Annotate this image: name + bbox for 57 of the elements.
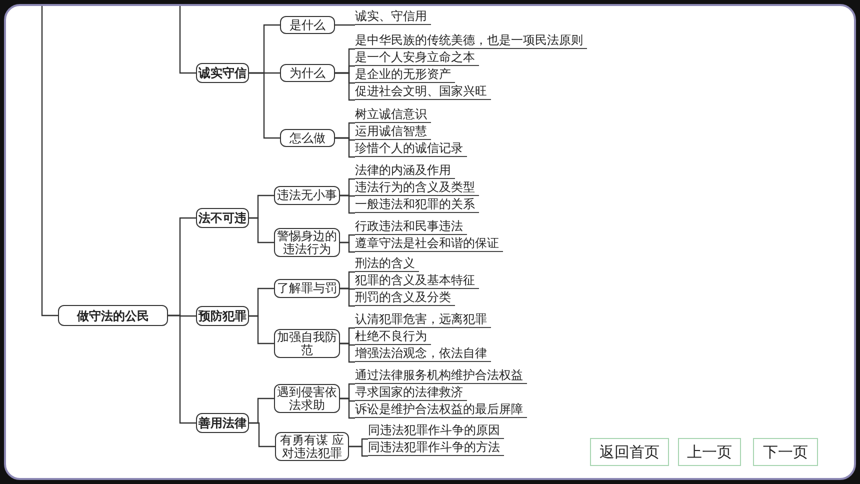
underlined-point: 同违法犯罪作斗争的方法: [368, 439, 504, 456]
underlined-point: 刑法的含义: [355, 255, 419, 272]
underlined-point: 增强法治观念，依法自律: [355, 345, 491, 362]
subtopic-box: 是什么: [280, 16, 335, 34]
underlined-point: 是企业的无形资产: [355, 66, 455, 83]
nav-button: 上一页: [678, 438, 741, 466]
underlined-point: 同违法犯罪作斗争的原因: [368, 422, 504, 439]
underlined-point: 寻求国家的法律救济: [355, 384, 467, 401]
connector-line: [340, 342, 355, 363]
subtopic-box: 遇到侵害依法求助: [274, 384, 340, 413]
underlined-point: 刑罚的含义及分类: [355, 289, 455, 306]
nav-button: 返回首页: [590, 438, 669, 466]
connector-line: [168, 314, 196, 424]
underlined-point: 是一个人安身立命之本: [355, 49, 479, 66]
topic-box: 诚实守信: [196, 63, 249, 83]
subtopic-box: 怎么做: [280, 129, 335, 147]
underlined-point: 诚实、守信用: [355, 8, 431, 25]
underlined-point: 认清犯罪危害，远离犯罪: [355, 311, 491, 328]
underlined-point: 树立诚信意识: [355, 106, 431, 123]
underlined-point: 一般违法和犯罪的关系: [355, 196, 479, 213]
connector-line: [340, 194, 355, 214]
nav-button: 下一页: [753, 438, 818, 466]
underlined-point: 法律的内涵及作用: [355, 162, 455, 179]
connector-line: [249, 217, 274, 244]
connector-line: [335, 24, 355, 26]
connector-line: [340, 288, 355, 307]
topic-box: 法不可违: [196, 208, 249, 228]
underlined-point: 杜绝不良行为: [355, 328, 431, 345]
subtopic-box: 加强自我防范: [274, 329, 340, 358]
connector-line: [249, 315, 274, 344]
subtopic-box: 警惕身边的违法行为: [274, 228, 340, 257]
underlined-point: 遵章守法是社会和谐的保证: [355, 235, 503, 252]
underlined-point: 珍惜个人的诚信记录: [355, 140, 467, 157]
connector-line: [335, 137, 355, 158]
connector-line: [349, 446, 368, 457]
connector-line: [340, 242, 355, 253]
underlined-point: 通过法律服务机构维护合法权益: [355, 367, 527, 384]
subtopic-box: 有勇有谋 应对违法犯罪: [275, 432, 349, 461]
underlined-point: 行政违法和民事违法: [355, 218, 467, 235]
underlined-point: 促进社会文明、国家兴旺: [355, 83, 491, 100]
underlined-point: 是中华民族的传统美德，也是一项民法原则: [355, 32, 587, 49]
connector-line: [335, 72, 355, 101]
connector-line: [179, 6, 196, 74]
topic-box: 预防犯罪: [196, 306, 249, 326]
subtopic-box: 为什么: [280, 64, 335, 82]
connector-line: [340, 398, 355, 419]
connector-line: [41, 6, 58, 316]
connector-line: [249, 422, 275, 448]
connector-line: [249, 72, 280, 139]
topic-box: 善用法律: [196, 413, 249, 433]
underlined-point: 运用诚信智慧: [355, 123, 431, 140]
root-topic-box: 做守法的公民: [58, 305, 168, 326]
underlined-point: 诉讼是维护合法权益的最后屏障: [355, 401, 527, 418]
underlined-point: 违法行为的含义及类型: [355, 179, 479, 196]
underlined-point: 犯罪的含义及基本特征: [355, 272, 479, 289]
subtopic-box: 违法无小事: [274, 186, 340, 205]
subtopic-box: 了解罪与罚: [274, 279, 340, 298]
